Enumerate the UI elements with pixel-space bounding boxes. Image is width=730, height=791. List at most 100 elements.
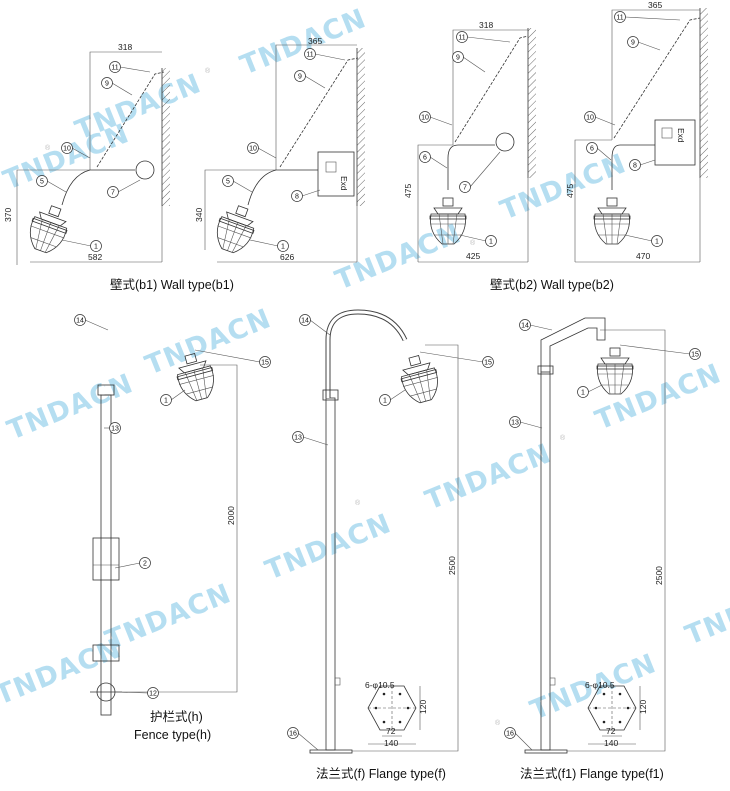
callout-13: 13	[109, 422, 121, 434]
caption-flange-f: 法兰式(f) Flange type(f)	[316, 767, 446, 781]
dim-height: 370	[3, 208, 13, 222]
watermark: TNDACN	[681, 573, 730, 651]
callouts-b1-box: 11 9 10 5 8 1	[222, 48, 316, 252]
callout-8: 8	[291, 190, 303, 202]
panel-b2-junction: 318 475 425	[403, 20, 536, 263]
svg-text:9: 9	[456, 55, 460, 62]
dim-width-top: 318	[118, 42, 132, 52]
callout-9: 9	[627, 36, 639, 48]
panel-b1-box: Exd 365 340 626	[194, 36, 365, 263]
svg-text:10: 10	[63, 146, 71, 153]
caption-flange-f1: 法兰式(f1) Flange type(f1)	[520, 767, 664, 781]
svg-text:1: 1	[383, 398, 387, 405]
svg-text:1: 1	[581, 390, 585, 397]
dim-height: 340	[194, 208, 204, 222]
callout-6: 6	[586, 142, 598, 154]
svg-text:9: 9	[105, 81, 109, 88]
dim-height: 2000	[226, 506, 236, 525]
watermark-registered: ®	[205, 67, 211, 75]
panel-flange-f1: 2500 6-φ10.5 120 72 140	[524, 317, 666, 754]
flange-inner: 72	[386, 726, 396, 736]
svg-text:11: 11	[306, 52, 313, 59]
callout-6: 6	[419, 151, 431, 163]
caption-fence-en: Fence type(h)	[134, 728, 211, 742]
dim-width: 425	[466, 251, 480, 261]
dim-width-top: 365	[308, 36, 322, 46]
flange-holes: 6-φ10.5	[365, 680, 395, 690]
callout-11: 11	[304, 48, 316, 60]
svg-text:10: 10	[421, 115, 429, 122]
callouts-flange-f: 14 15 1 13 16	[287, 314, 494, 739]
watermark-registered: ®	[495, 719, 501, 727]
callouts-flange-f1: 14 15 1 13 16	[504, 319, 701, 739]
svg-text:16: 16	[289, 731, 297, 738]
svg-text:12: 12	[149, 691, 157, 698]
callouts-fence: 14 15 1 13 2 12	[74, 314, 271, 699]
box-label: Exd	[676, 128, 686, 143]
svg-text:13: 13	[294, 435, 302, 442]
callout-15: 15	[482, 356, 494, 368]
svg-text:14: 14	[521, 323, 529, 330]
callout-11: 11	[614, 11, 626, 23]
svg-text:1: 1	[164, 398, 168, 405]
callout-10: 10	[419, 111, 431, 123]
svg-text:6: 6	[590, 146, 594, 153]
flange-holes: 6-φ10.5	[585, 680, 615, 690]
watermark: TNDACN	[3, 368, 138, 446]
watermark-registered: ®	[45, 144, 51, 152]
watermark-registered: ®	[355, 499, 361, 507]
svg-text:7: 7	[111, 190, 115, 197]
callout-10: 10	[247, 142, 259, 154]
svg-text:5: 5	[40, 179, 44, 186]
svg-text:5: 5	[226, 179, 230, 186]
callouts-b2-junction: 11 9 10 6 7 1	[419, 31, 497, 247]
svg-text:2: 2	[143, 561, 147, 568]
panel-fence-type: 2000	[90, 310, 238, 716]
flange-height: 120	[638, 700, 648, 714]
svg-text:9: 9	[298, 74, 302, 81]
callout-13: 13	[509, 416, 521, 428]
svg-text:1: 1	[281, 244, 285, 251]
svg-text:14: 14	[76, 318, 84, 325]
callout-9: 9	[294, 70, 306, 82]
panel-flange-f: 2500 6-φ10.5 120 72 140	[309, 309, 459, 754]
watermark: TNDACN	[101, 578, 236, 656]
svg-text:1: 1	[489, 239, 493, 246]
watermark: TNDACN	[421, 438, 556, 516]
watermark: TNDACN	[261, 508, 396, 586]
caption-fence-cn: 护栏式(h)	[150, 709, 203, 724]
callout-5: 5	[222, 175, 234, 187]
svg-text:1: 1	[655, 239, 659, 246]
callout-8: 8	[629, 159, 641, 171]
callout-10: 10	[61, 142, 73, 154]
callout-1: 1	[485, 235, 497, 247]
flange-outer: 140	[604, 738, 618, 748]
flange-inner: 72	[606, 726, 616, 736]
panel-b1-junction: 318 370 582	[3, 42, 170, 265]
svg-text:15: 15	[691, 352, 699, 359]
dim-height: 475	[565, 184, 575, 198]
dim-width: 582	[88, 252, 102, 262]
callout-5: 5	[36, 175, 48, 187]
callout-1: 1	[379, 394, 391, 406]
callout-14: 14	[519, 319, 531, 331]
dim-height: 475	[403, 184, 413, 198]
callout-1: 1	[160, 394, 172, 406]
dim-width-top: 318	[479, 20, 493, 30]
svg-text:8: 8	[295, 194, 299, 201]
svg-text:15: 15	[261, 360, 269, 367]
watermark: TNDACN	[141, 303, 276, 381]
callout-1: 1	[277, 240, 289, 252]
callout-7: 7	[107, 186, 119, 198]
watermark-registered: ®	[560, 434, 566, 442]
svg-text:9: 9	[631, 40, 635, 47]
callout-16: 16	[287, 727, 299, 739]
callout-2: 2	[139, 557, 151, 569]
callout-12: 12	[147, 687, 159, 699]
callout-9: 9	[101, 77, 113, 89]
svg-text:6: 6	[423, 155, 427, 162]
svg-text:10: 10	[249, 146, 257, 153]
callout-1: 1	[651, 235, 663, 247]
watermark: TNDACN	[591, 358, 726, 436]
